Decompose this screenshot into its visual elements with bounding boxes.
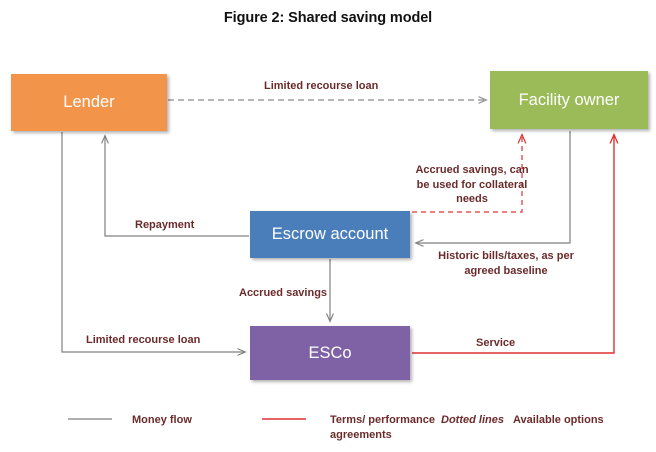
edge-label-repayment: Repayment <box>135 219 195 231</box>
node-lender-label: Lender <box>63 93 115 111</box>
edge-label-limited-recourse-top: Limited recourse loan <box>264 80 379 92</box>
edge-lender-to-esco-loan <box>61 132 245 352</box>
edge-label-accrued-savings-note: Accrued savings, can be used for collate… <box>415 164 529 206</box>
node-esco-label: ESCo <box>308 343 352 362</box>
edge-repayment <box>105 136 249 237</box>
node-esco[interactable]: ESCo <box>250 326 410 380</box>
edge-label-accrued-savings: Accrued savings <box>239 287 328 299</box>
edge-service <box>412 135 614 354</box>
legend-terms-agreements-label: Terms/ performance agreements <box>330 414 435 441</box>
node-facility-owner[interactable]: Facility owner <box>490 71 648 129</box>
node-facility-owner-label: Facility owner <box>518 90 620 109</box>
legend-dotted-lines-label: Dotted lines <box>441 414 504 426</box>
edge-label-limited-recourse-bottom: Limited recourse loan <box>86 334 201 346</box>
edge-historic-bills <box>416 131 571 243</box>
node-escrow-account-label: Escrow account <box>271 225 389 243</box>
legend-money-flow-label: Money flow <box>132 414 192 426</box>
figure-title: Figure 2: Shared saving model <box>223 10 433 26</box>
node-escrow-account[interactable]: Escrow account <box>250 211 410 258</box>
edge-label-historic-bills: Historic bills/taxes, as per agreed base… <box>438 250 574 277</box>
edge-label-service: Service <box>476 337 516 349</box>
legend-available-options-label: Available options <box>513 414 604 426</box>
edge-accrued-savings-option <box>412 135 522 213</box>
node-lender[interactable]: Lender <box>11 74 167 131</box>
